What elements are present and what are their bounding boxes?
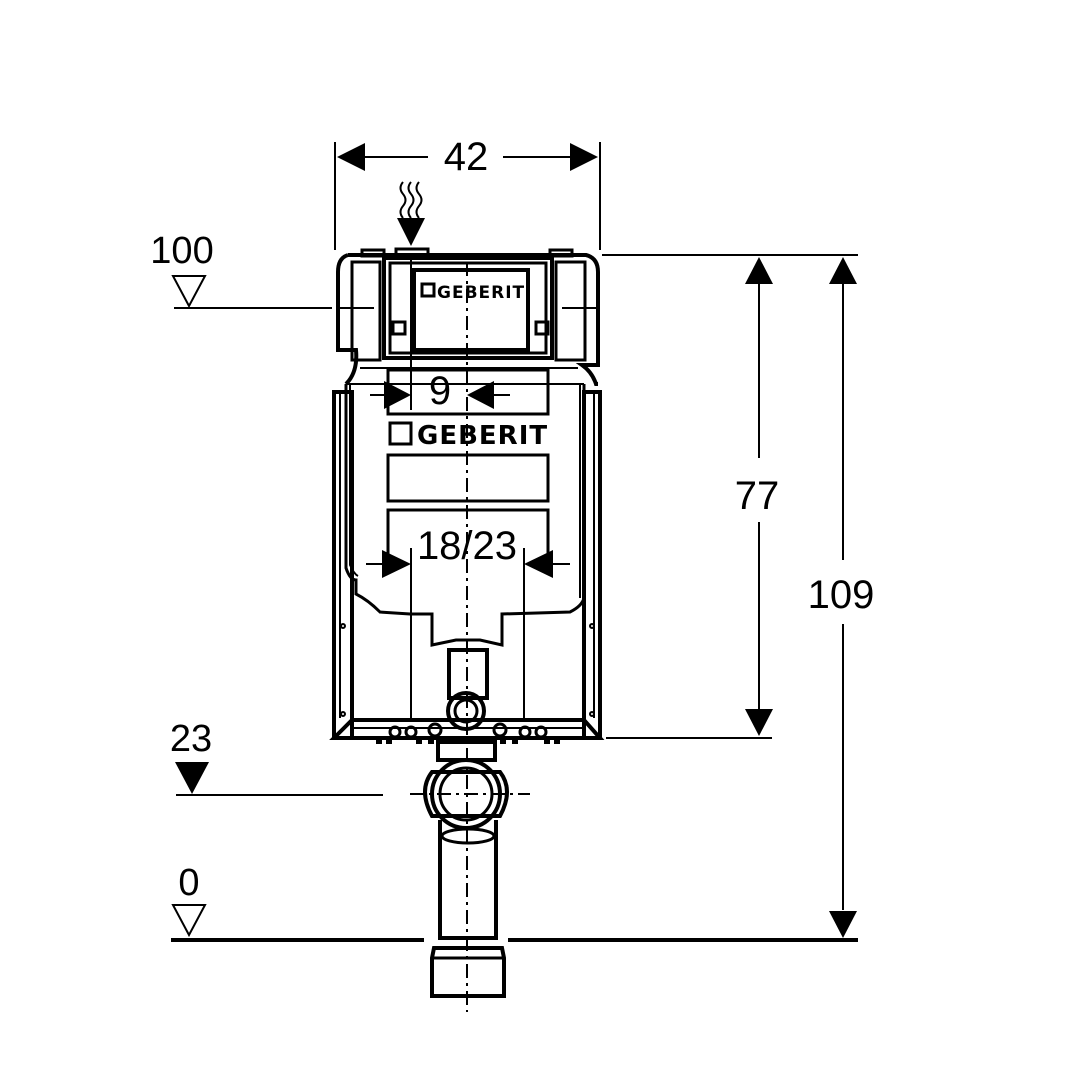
cistern-logo: GEBERIT — [417, 421, 548, 451]
frame-height-dimension: 77 — [602, 254, 858, 739]
level-label-23: 23 — [170, 718, 212, 760]
width-label: 42 — [444, 135, 489, 179]
level-marker-23: 23 — [170, 718, 383, 796]
hollow-triangle-icon — [171, 275, 207, 309]
level-label-100: 100 — [150, 230, 213, 272]
total-height-dimension: 109 — [808, 257, 875, 938]
right-arrow-icon — [570, 143, 598, 171]
flush-offset-label: 9 — [429, 369, 451, 413]
total-height-label: 109 — [808, 573, 875, 617]
up-arrow-icon — [745, 257, 773, 284]
hollow-triangle-icon — [171, 904, 207, 938]
up-arrow-icon — [829, 257, 857, 284]
flush-plate-logo: GEBERIT — [437, 283, 525, 303]
down-arrow-icon — [829, 911, 857, 938]
level-label-0: 0 — [178, 862, 199, 904]
level-marker-100: 100 — [150, 230, 332, 309]
level-marker-0: 0 — [171, 862, 858, 942]
pan-connection-label: 18/23 — [417, 524, 517, 568]
down-arrow-icon — [745, 709, 773, 736]
left-arrow-icon — [337, 143, 365, 171]
width-dimension: 42 — [334, 135, 601, 250]
flush-offset-dimension: 9 — [370, 258, 510, 413]
filled-triangle-icon — [175, 762, 209, 794]
wavy-arrow-icon — [397, 181, 425, 246]
pan-connection-dimension: 18/23 — [366, 524, 570, 722]
frame-height-label: 77 — [735, 474, 780, 518]
